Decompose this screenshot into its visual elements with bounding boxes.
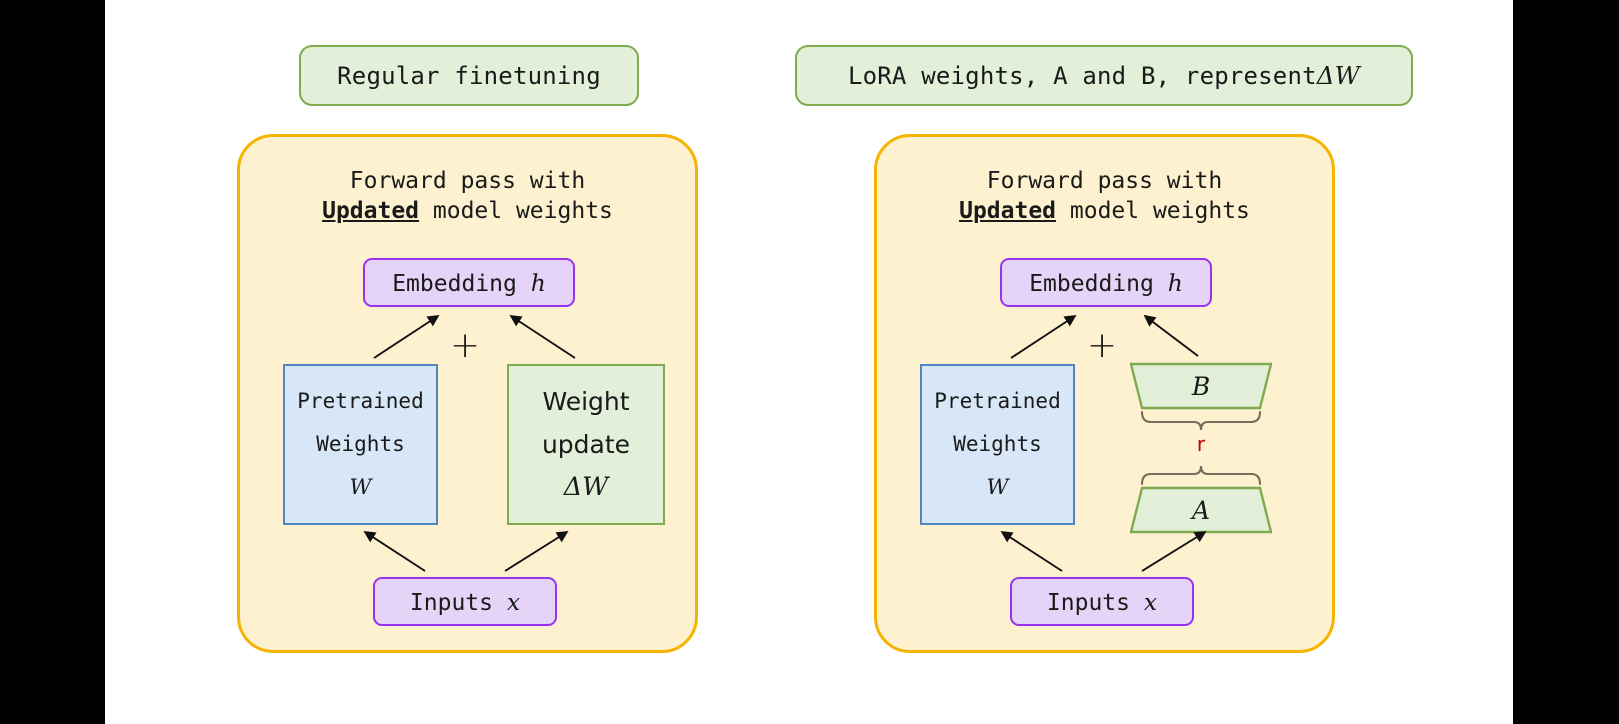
rank-label-r: r	[1196, 432, 1206, 456]
rank-braces	[1140, 410, 1262, 486]
panel-right-heading: Forward pass with Updated model weights	[877, 166, 1332, 226]
panel-left-heading-emphasis: Updated	[322, 198, 420, 224]
pretrained-left-line1: Pretrained	[297, 389, 424, 413]
inputs-right-label: Inputs	[1046, 589, 1144, 616]
pretrained-right-line2: Weights	[953, 432, 1042, 456]
pretrained-weights-box-left[interactable]: Pretrained Weights W	[283, 364, 438, 525]
inputs-right-symbol: x	[1143, 587, 1158, 616]
embedding-box-right[interactable]: Embedding h	[1000, 258, 1212, 307]
inputs-box-right[interactable]: Inputs x	[1010, 577, 1194, 626]
embedding-right-label: Embedding	[1029, 270, 1168, 297]
embedding-left-label: Embedding	[392, 270, 531, 297]
embedding-left-text: Embedding h	[392, 269, 546, 297]
pretrained-right-line1: Pretrained	[934, 389, 1061, 413]
weight-update-symbol: ΔW	[563, 472, 609, 502]
pretrained-weights-box-right[interactable]: Pretrained Weights W	[920, 364, 1075, 525]
title-pill-regular-finetuning: Regular finetuning	[299, 45, 639, 106]
inputs-box-left[interactable]: Inputs x	[373, 577, 557, 626]
pretrained-right-symbol: W	[986, 475, 1009, 500]
weight-update-line1: Weight	[542, 387, 630, 416]
inputs-left-label: Inputs	[409, 589, 507, 616]
letterbox-left	[0, 0, 105, 724]
panel-right-heading-emphasis: Updated	[959, 198, 1057, 224]
weight-update-line2: update	[541, 430, 631, 459]
lora-matrix-b[interactable]: B	[1130, 362, 1272, 410]
weight-update-box-left[interactable]: Weight update ΔW	[507, 364, 665, 525]
pretrained-left-symbol: W	[349, 475, 372, 500]
title-pill-lora: LoRA weights, A and B, represent ΔW	[795, 45, 1413, 106]
plus-sign-left: +	[450, 325, 481, 366]
inputs-left-symbol: x	[506, 587, 521, 616]
panel-right-heading-rest: model weights	[1056, 198, 1250, 224]
title-right-text: LoRA weights, A and B, represent	[847, 61, 1317, 90]
lora-a-shape	[1130, 486, 1272, 534]
panel-left-heading-rest: model weights	[419, 198, 613, 224]
embedding-right-symbol: h	[1167, 268, 1183, 297]
pretrained-left-line2: Weights	[316, 432, 405, 456]
rank-annotation: r	[1130, 410, 1272, 486]
embedding-right-text: Embedding h	[1029, 269, 1183, 297]
inputs-left-text: Inputs x	[410, 588, 520, 616]
panel-left-heading: Forward pass with Updated model weights	[240, 166, 695, 226]
panel-right-heading-line1: Forward pass with	[986, 168, 1223, 194]
embedding-left-symbol: h	[530, 268, 546, 297]
plus-sign-right: +	[1087, 325, 1118, 366]
lora-matrix-a[interactable]: A	[1130, 486, 1272, 534]
letterbox-right	[1513, 0, 1619, 724]
embedding-box-left[interactable]: Embedding h	[363, 258, 575, 307]
title-right-symbol: ΔW	[1316, 61, 1360, 90]
panel-left-heading-line2: Updated model weights	[240, 196, 695, 226]
title-left-text: Regular finetuning	[337, 61, 601, 90]
diagram-canvas: Regular finetuning LoRA weights, A and B…	[105, 0, 1513, 724]
panel-left-heading-line1: Forward pass with	[349, 168, 586, 194]
inputs-right-text: Inputs x	[1047, 588, 1157, 616]
lora-b-shape	[1130, 362, 1272, 410]
panel-right-heading-line2: Updated model weights	[877, 196, 1332, 226]
